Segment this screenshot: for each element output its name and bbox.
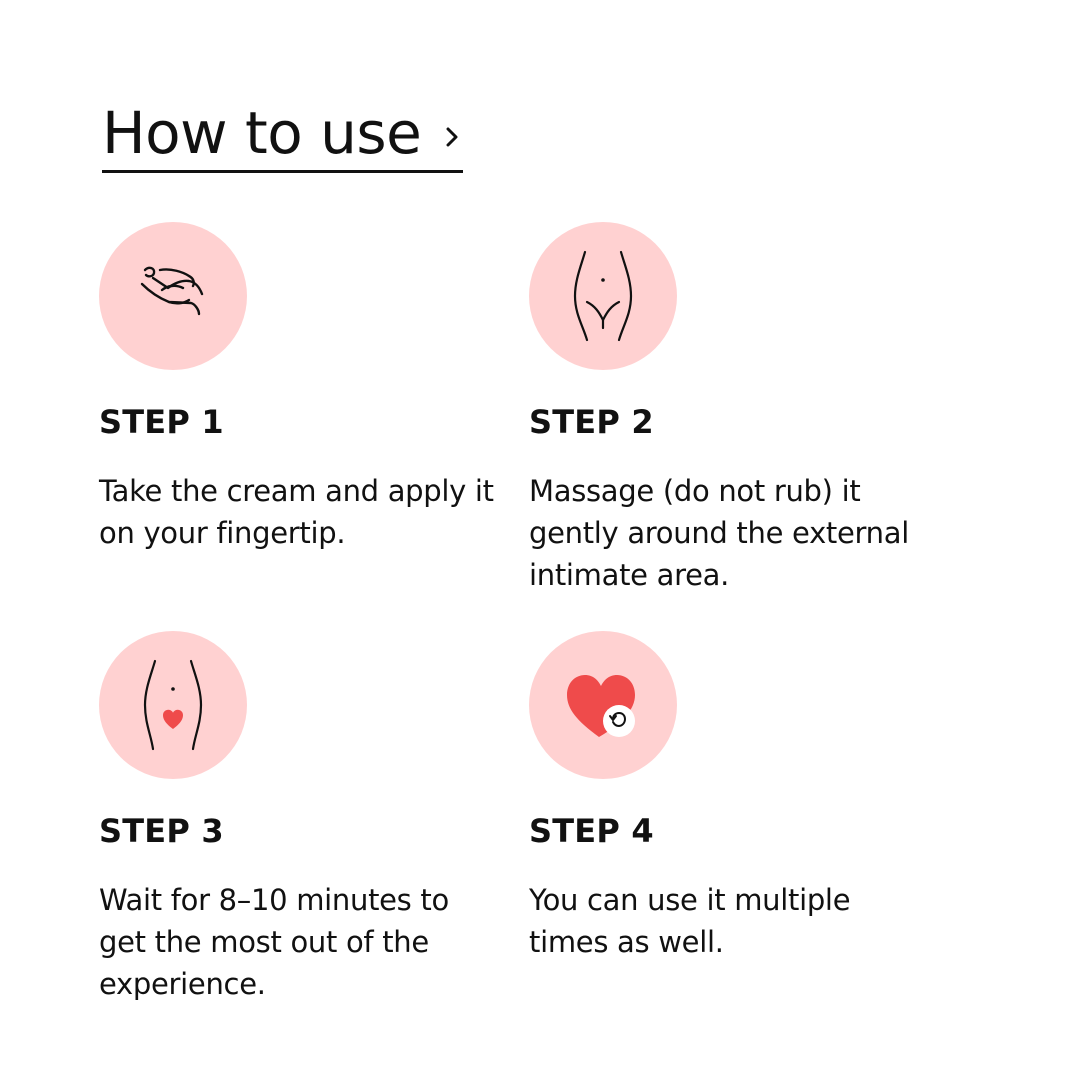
step-description: Wait for 8–10 minutes to get the most ou… (99, 883, 449, 1001)
step-title: STEP 1 (99, 403, 224, 441)
step-icon-container (529, 222, 677, 370)
step-title: STEP 2 (529, 403, 654, 441)
step-icon-container (529, 631, 677, 779)
step-description: You can use it multiple times as well. (529, 883, 851, 959)
step-description: Take the cream and apply it on your fing… (99, 474, 494, 550)
page-title: How to use (102, 99, 422, 167)
chevron-right-icon (441, 126, 463, 148)
step-1: STEP 1 Take the cream and apply it on yo… (99, 222, 499, 554)
step-3: STEP 3 Wait for 8–10 minutes to get the … (99, 631, 499, 1005)
step-title: STEP 4 (529, 812, 654, 850)
how-to-use-link[interactable]: How to use (102, 99, 464, 173)
intimate-heart-icon (143, 659, 203, 751)
step-title: STEP 3 (99, 812, 224, 850)
step-4: STEP 4 You can use it multiple times as … (529, 631, 929, 963)
hand-fingertip-icon (140, 266, 204, 316)
intimate-area-icon (573, 250, 633, 342)
step-icon-container (99, 631, 247, 779)
step-description: Massage (do not rub) it gently around th… (529, 474, 909, 592)
step-icon-container (99, 222, 247, 370)
step-2: STEP 2 Massage (do not rub) it gently ar… (529, 222, 929, 596)
heart-repeat-icon (567, 675, 635, 737)
